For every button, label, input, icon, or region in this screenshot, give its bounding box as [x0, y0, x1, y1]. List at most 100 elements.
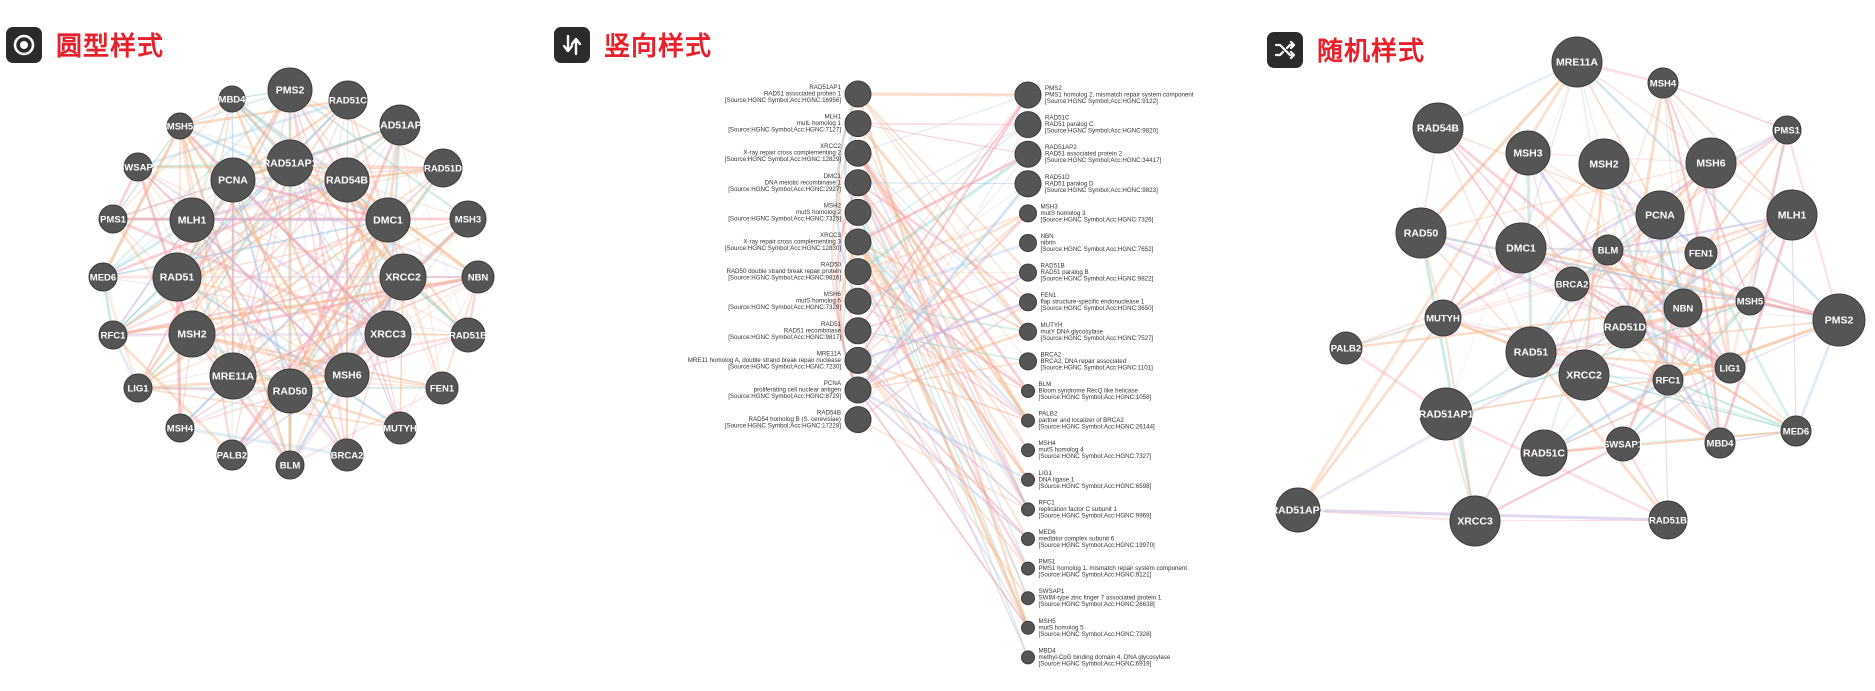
gene-node-brca2[interactable]: BRCA2 [1554, 266, 1590, 302]
gene-node-palb2[interactable]: PALB2 [216, 439, 248, 471]
gene-node-circle[interactable] [383, 411, 417, 445]
gene-node-circle[interactable] [1663, 288, 1703, 328]
gene-node-circle[interactable] [152, 252, 202, 302]
gene-node-circle[interactable] [844, 376, 872, 404]
gene-node-circle[interactable] [1019, 263, 1037, 282]
gene-node-med6[interactable]: MED6 [88, 262, 118, 292]
gene-node-msh3[interactable]: MSH3 [1505, 130, 1551, 176]
gene-node-circle[interactable] [1019, 234, 1037, 252]
shuffle-icon[interactable] [1267, 31, 1303, 68]
gene-node-xrcc3[interactable]: XRCC3 [364, 310, 412, 358]
gene-node-circle[interactable] [324, 157, 370, 203]
gene-node-circle[interactable] [1021, 532, 1035, 546]
gene-node-circle[interactable] [1592, 234, 1624, 266]
gene-node-circle[interactable] [1704, 427, 1736, 459]
gene-node-circle[interactable] [1014, 140, 1042, 168]
gene-node-mre11a[interactable]: MRE11A [209, 352, 257, 400]
gene-node-circle[interactable] [844, 258, 872, 286]
gene-node-circle[interactable] [98, 204, 128, 234]
gene-node-circle[interactable] [1603, 305, 1647, 349]
gene-node-mutyh[interactable]: MUTYH [1424, 299, 1462, 337]
gene-node-circle[interactable] [123, 152, 153, 182]
gene-node-circle[interactable] [1014, 111, 1042, 139]
gene-node-pcna[interactable]: PCNA [1635, 190, 1685, 240]
gene-node-rfc1[interactable]: RFC1 [98, 320, 128, 350]
gene-node-circle[interactable] [1578, 138, 1630, 190]
gene-node-rad51[interactable]: RAD51 [1505, 326, 1557, 378]
gene-node-circle[interactable] [1520, 429, 1568, 477]
gene-node-swsap1[interactable]: SWSAP1 [1603, 426, 1644, 462]
gene-node-circle[interactable] [1021, 591, 1035, 606]
gene-node-rad51d[interactable]: RAD51D [1603, 305, 1647, 349]
gene-node-circle[interactable] [844, 110, 872, 138]
gene-node-circle[interactable] [1021, 502, 1035, 517]
gene-node-circle[interactable] [844, 228, 872, 256]
gene-node-circle[interactable] [169, 197, 215, 243]
gene-node-swsap1[interactable]: SWSAP1 [118, 152, 159, 182]
gene-node-msh5[interactable]: MSH5 [166, 112, 194, 140]
gene-node-rad50[interactable]: RAD50 [267, 368, 313, 414]
gene-node-msh4[interactable]: MSH4 [1647, 67, 1679, 99]
gene-node-rad51b[interactable]: RAD51B [1648, 500, 1688, 540]
gene-node-circle[interactable] [1275, 487, 1321, 533]
gene-node-med6[interactable]: MED6 [1780, 415, 1812, 447]
gene-node-circle[interactable] [1021, 561, 1035, 576]
gene-node-circle[interactable] [275, 450, 305, 480]
gene-node-circle[interactable] [1780, 415, 1812, 447]
gene-node-circle[interactable] [844, 406, 872, 434]
gene-node-circle[interactable] [1685, 137, 1737, 189]
gene-node-rad51c[interactable]: RAD51C [1520, 429, 1568, 477]
gene-node-pms2[interactable]: PMS2 [267, 67, 313, 113]
gene-node-blm[interactable]: BLM [275, 450, 305, 480]
gene-node-lig1[interactable]: LIG1 [123, 373, 153, 403]
gene-node-msh6[interactable]: MSH6 [324, 352, 370, 398]
gene-node-mlh1[interactable]: MLH1 [1766, 189, 1818, 241]
gene-node-mbd4[interactable]: MBD4 [1704, 427, 1736, 459]
gene-node-circle[interactable] [123, 373, 153, 403]
gene-node-dmc1[interactable]: DMC1 [365, 197, 411, 243]
gene-node-circle[interactable] [1505, 326, 1557, 378]
gene-node-msh3[interactable]: MSH3 [449, 200, 487, 238]
gene-node-fen1[interactable]: FEN1 [1684, 236, 1718, 270]
gene-node-circle[interactable] [1021, 384, 1035, 398]
gene-node-circle[interactable] [98, 320, 128, 350]
gene-node-rad51d[interactable]: RAD51D [423, 148, 463, 188]
gene-node-circle[interactable] [1766, 189, 1818, 241]
gene-node-circle[interactable] [1772, 115, 1802, 145]
gene-node-circle[interactable] [364, 310, 412, 358]
gene-node-circle[interactable] [1648, 500, 1688, 540]
gene-node-circle[interactable] [328, 80, 368, 120]
gene-node-circle[interactable] [1551, 36, 1603, 88]
gene-node-circle[interactable] [166, 112, 194, 140]
gene-node-circle[interactable] [165, 413, 195, 443]
gene-node-pms1[interactable]: PMS1 [1772, 115, 1802, 145]
gene-node-circle[interactable] [267, 368, 313, 414]
gene-node-rad51ap1[interactable]: RAD51AP1 [1419, 387, 1474, 441]
gene-node-circle[interactable] [461, 260, 495, 294]
gene-node-circle[interactable] [1395, 207, 1447, 259]
gene-node-circle[interactable] [1652, 364, 1684, 396]
gene-node-circle[interactable] [844, 287, 872, 315]
gene-node-circle[interactable] [1021, 620, 1035, 635]
gene-node-circle[interactable] [844, 346, 872, 374]
gene-node-circle[interactable] [1714, 352, 1746, 384]
